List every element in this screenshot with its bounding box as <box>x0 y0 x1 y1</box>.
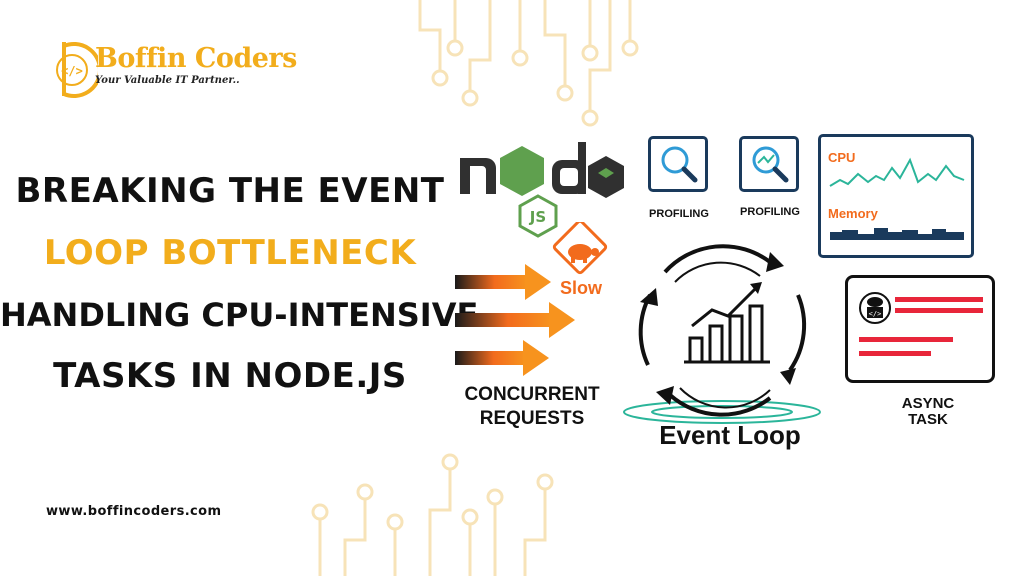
async-task-label-line-1: ASYNC <box>901 395 955 412</box>
cpu-label: CPU <box>828 150 856 165</box>
memory-label: Memory <box>828 206 878 221</box>
profiling-label: PROFILING <box>740 206 800 218</box>
profiling-card[interactable] <box>648 136 708 192</box>
profiling-card[interactable] <box>739 136 799 192</box>
request-arrow <box>455 340 549 376</box>
async-task-art: </> <box>859 292 983 356</box>
cloud-code-icon: </> <box>867 297 883 318</box>
request-arrow <box>455 302 575 338</box>
turtle-warning <box>552 222 608 275</box>
search-icon <box>752 146 789 183</box>
memory-graph <box>830 228 964 240</box>
headline-line-4: TASKS IN NODE.JS <box>53 356 407 396</box>
event-loop-label: Event Loop <box>659 420 801 450</box>
brand-tagline: Your Valuable IT Partner.. <box>95 75 240 86</box>
concurrent-requests-label-line-1: CONCURRENT <box>464 384 600 405</box>
headline-line-3: HANDLING CPU-INTENSIVE <box>0 296 479 334</box>
turtle-icon <box>568 244 599 263</box>
chart-icon <box>684 282 770 364</box>
concurrent-requests-label-line-2: REQUESTS <box>479 408 585 429</box>
headline-line-2: LOOP BOTTLENECK <box>43 233 417 273</box>
request-arrows <box>455 264 575 376</box>
headline-line-1: BREAKING THE EVENT <box>15 171 445 211</box>
search-icon <box>661 146 698 183</box>
request-arrow <box>455 264 551 300</box>
svg-text:JS: JS <box>529 208 546 226</box>
code-icon: </> <box>61 64 83 78</box>
cpu-graph <box>829 157 965 187</box>
event-loop-graphic <box>623 244 821 424</box>
resource-graphs <box>829 157 965 240</box>
profiling-label: PROFILING <box>649 208 709 220</box>
brand-logo-mark: </> <box>56 42 98 98</box>
node-logo: JS <box>460 142 624 238</box>
svg-text:</>: </> <box>61 64 83 78</box>
slow-label: Slow <box>560 278 603 298</box>
website-url[interactable]: www.boffincoders.com <box>46 504 222 519</box>
svg-text:</>: </> <box>869 310 882 318</box>
brand-logo[interactable]: Boffin Coders Your Valuable IT Partner.. <box>95 44 297 88</box>
brand-name: Boffin Coders <box>95 43 297 74</box>
async-task-label-line-2: TASK <box>908 411 948 428</box>
